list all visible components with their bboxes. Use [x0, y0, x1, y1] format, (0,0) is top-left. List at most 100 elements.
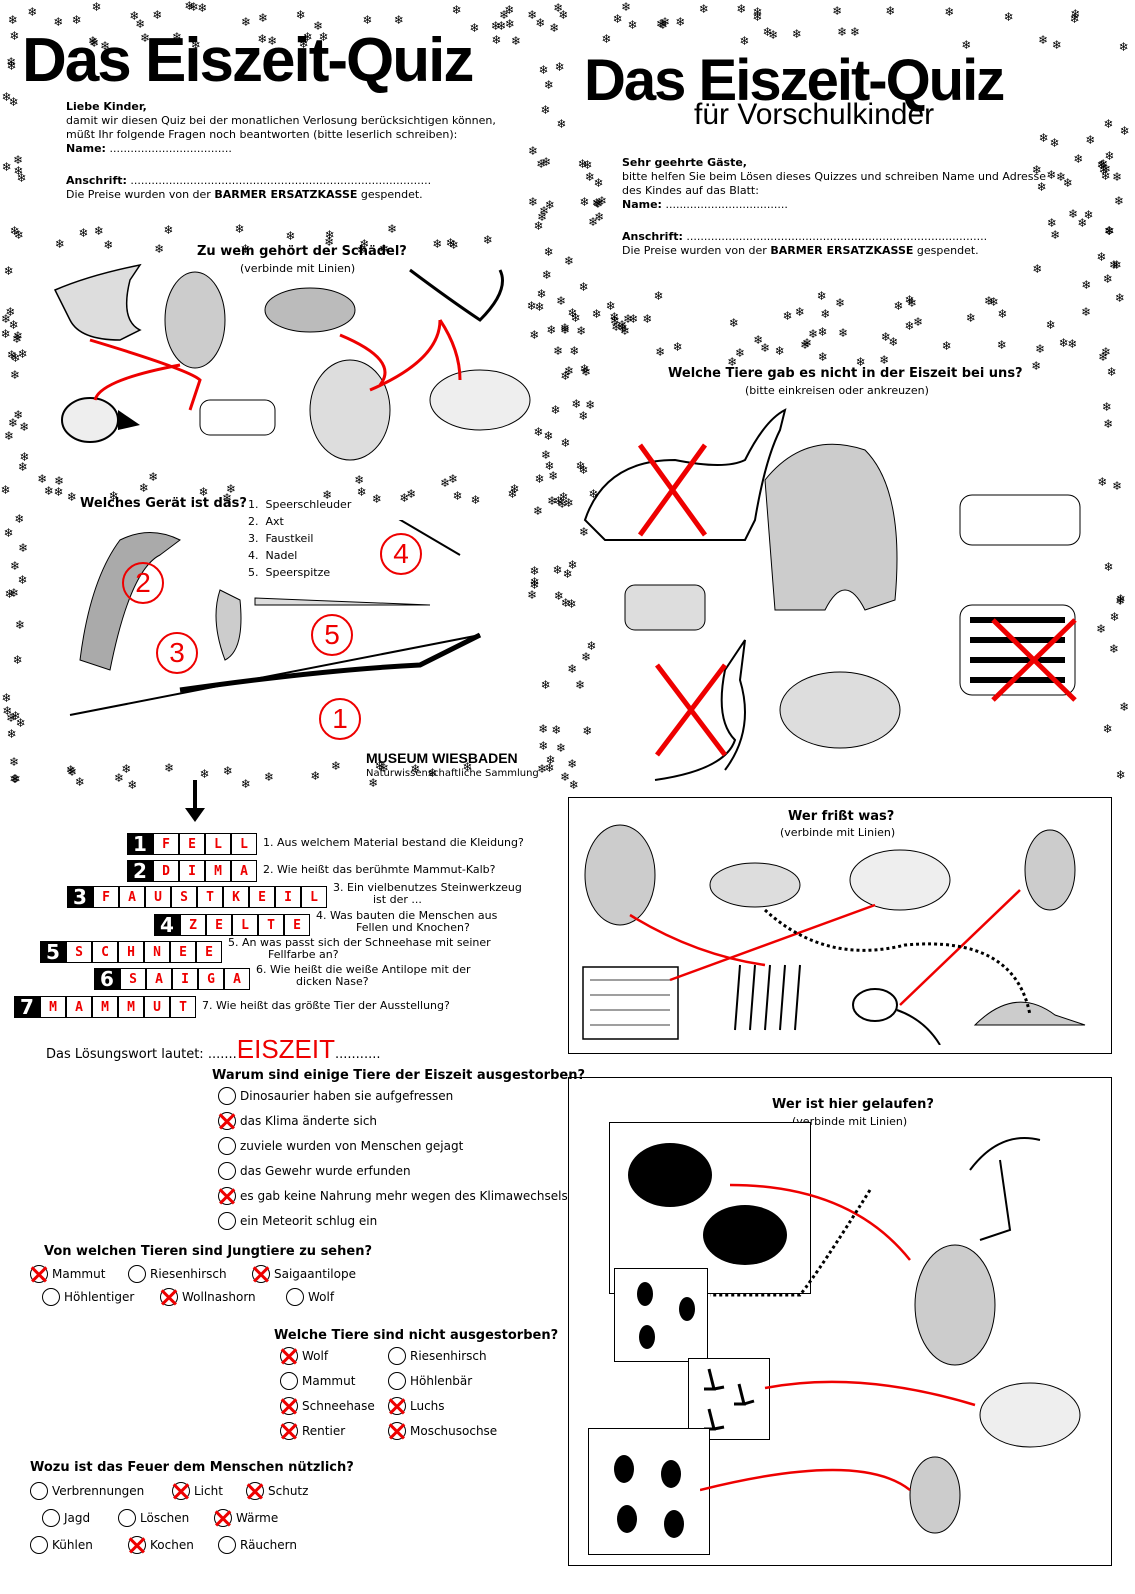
empty-circle-icon[interactable] [388, 1347, 406, 1365]
crossword-cell[interactable]: F [153, 833, 179, 855]
empty-circle-icon[interactable] [30, 1482, 48, 1500]
crossword-cell[interactable]: L [301, 886, 327, 908]
answer-option[interactable]: zuviele wurden von Menschen gejagt [218, 1137, 463, 1155]
empty-circle-icon[interactable] [218, 1137, 236, 1155]
checked-circle-icon[interactable] [280, 1422, 298, 1440]
answer-option[interactable]: Licht [172, 1482, 223, 1500]
right-name-field[interactable]: ................................... [665, 198, 788, 211]
crossword-cell[interactable]: E [249, 886, 275, 908]
checked-circle-icon[interactable] [30, 1265, 48, 1283]
crossword-cell[interactable]: A [119, 886, 145, 908]
empty-circle-icon[interactable] [218, 1162, 236, 1180]
empty-circle-icon[interactable] [388, 1372, 406, 1390]
empty-circle-icon[interactable] [218, 1087, 236, 1105]
answer-option[interactable]: Saigaantilope [252, 1265, 356, 1283]
crossword-cell[interactable]: S [120, 968, 146, 990]
crossword-cell[interactable]: C [92, 941, 118, 963]
crossword-cell[interactable]: M [205, 860, 231, 882]
crossword-cell[interactable]: E [170, 941, 196, 963]
crossword-cell[interactable]: L [205, 833, 231, 855]
crossword-cell[interactable]: U [144, 996, 170, 1018]
empty-circle-icon[interactable] [42, 1288, 60, 1306]
answer-option[interactable]: Dinosaurier haben sie aufgefressen [218, 1087, 453, 1105]
crossword-cell[interactable]: A [146, 968, 172, 990]
crossword-cell[interactable]: S [66, 941, 92, 963]
checked-circle-icon[interactable] [388, 1422, 406, 1440]
answer-option[interactable]: Höhlenbär [388, 1372, 472, 1390]
checked-circle-icon[interactable] [388, 1397, 406, 1415]
answer-option[interactable]: Kochen [128, 1536, 194, 1554]
empty-circle-icon[interactable] [128, 1265, 146, 1283]
crossword-cell[interactable]: I [275, 886, 301, 908]
empty-circle-icon[interactable] [218, 1536, 236, 1554]
crossword-cell[interactable]: S [171, 886, 197, 908]
answer-option[interactable]: Rentier [280, 1422, 345, 1440]
crossword-cell[interactable]: L [231, 833, 257, 855]
empty-circle-icon[interactable] [42, 1509, 60, 1527]
crossword-cell[interactable]: G [198, 968, 224, 990]
crossword-cell[interactable]: K [223, 886, 249, 908]
answer-option[interactable]: Wolf [286, 1288, 334, 1306]
empty-circle-icon[interactable] [118, 1509, 136, 1527]
answer-option[interactable]: Höhlentiger [42, 1288, 134, 1306]
checked-circle-icon[interactable] [280, 1397, 298, 1415]
crossword-cell[interactable]: I [179, 860, 205, 882]
left-name-field[interactable]: ................................... [109, 142, 232, 155]
crossword-cell[interactable]: L [232, 914, 258, 936]
answer-option[interactable]: Wärme [214, 1509, 278, 1527]
empty-circle-icon[interactable] [280, 1372, 298, 1390]
empty-circle-icon[interactable] [30, 1536, 48, 1554]
answer-option[interactable]: Luchs [388, 1397, 445, 1415]
crossword-cell[interactable]: T [170, 996, 196, 1018]
answer-option[interactable]: Mammut [30, 1265, 105, 1283]
answer-option[interactable]: es gab keine Nahrung mehr wegen des Klim… [218, 1187, 568, 1205]
empty-circle-icon[interactable] [218, 1212, 236, 1230]
crossword-cell[interactable]: A [224, 968, 250, 990]
empty-circle-icon[interactable] [286, 1288, 304, 1306]
answer-option[interactable]: Schneehase [280, 1397, 375, 1415]
crossword-cell[interactable]: H [118, 941, 144, 963]
checked-circle-icon[interactable] [214, 1509, 232, 1527]
checked-circle-icon[interactable] [160, 1288, 178, 1306]
crossword-cell[interactable]: E [196, 941, 222, 963]
crossword-cell[interactable]: Z [180, 914, 206, 936]
crossword-cell[interactable]: E [284, 914, 310, 936]
crossword-cell[interactable]: I [172, 968, 198, 990]
crossword-cell[interactable]: E [179, 833, 205, 855]
answer-option[interactable]: Kühlen [30, 1536, 93, 1554]
checked-circle-icon[interactable] [218, 1187, 236, 1205]
checked-circle-icon[interactable] [172, 1482, 190, 1500]
crossword-cell[interactable]: A [66, 996, 92, 1018]
answer-option[interactable]: das Gewehr wurde erfunden [218, 1162, 411, 1180]
left-address-field[interactable]: ........................................… [130, 174, 432, 187]
answer-option[interactable]: ein Meteorit schlug ein [218, 1212, 377, 1230]
answer-option[interactable]: Wollnashorn [160, 1288, 256, 1306]
checked-circle-icon[interactable] [218, 1112, 236, 1130]
answer-option[interactable]: Schutz [246, 1482, 308, 1500]
answer-option[interactable]: Jagd [42, 1509, 90, 1527]
crossword-cell[interactable]: N [144, 941, 170, 963]
answer-option[interactable]: Wolf [280, 1347, 328, 1365]
checked-circle-icon[interactable] [252, 1265, 270, 1283]
crossword-cell[interactable]: E [206, 914, 232, 936]
checked-circle-icon[interactable] [246, 1482, 264, 1500]
crossword-cell[interactable]: U [145, 886, 171, 908]
answer-option[interactable]: Räuchern [218, 1536, 297, 1554]
answer-option[interactable]: Verbrennungen [30, 1482, 144, 1500]
crossword-cell[interactable]: A [231, 860, 257, 882]
crossword-cell[interactable]: M [118, 996, 144, 1018]
answer-option[interactable]: Löschen [118, 1509, 189, 1527]
crossword-cell[interactable]: M [92, 996, 118, 1018]
checked-circle-icon[interactable] [280, 1347, 298, 1365]
crossword-cell[interactable]: D [153, 860, 179, 882]
crossword-cell[interactable]: F [93, 886, 119, 908]
answer-option[interactable]: Moschusochse [388, 1422, 497, 1440]
answer-option[interactable]: Riesenhirsch [128, 1265, 227, 1283]
answer-option[interactable]: Riesenhirsch [388, 1347, 487, 1365]
checked-circle-icon[interactable] [128, 1536, 146, 1554]
crossword-cell[interactable]: T [197, 886, 223, 908]
answer-option[interactable]: Mammut [280, 1372, 355, 1390]
solution-word[interactable]: EISZEIT [236, 1034, 336, 1064]
answer-option[interactable]: das Klima änderte sich [218, 1112, 377, 1130]
right-address-field[interactable]: ........................................… [686, 230, 988, 243]
